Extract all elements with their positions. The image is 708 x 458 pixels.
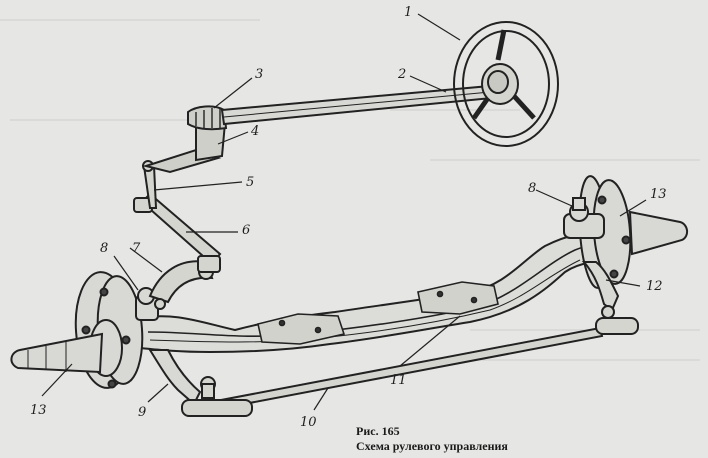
steering-wheel xyxy=(453,21,559,147)
figure-caption-title: Схема рулевого управления xyxy=(356,439,508,453)
leader-lines xyxy=(41,13,647,411)
label-13-right: 13 xyxy=(650,187,667,202)
tie-rod xyxy=(181,305,639,417)
label-7: 7 xyxy=(132,241,141,256)
label-6: 6 xyxy=(242,223,250,238)
left-knuckle xyxy=(10,271,202,406)
figure-caption-number: Рис. 165 xyxy=(356,424,400,438)
drag-link xyxy=(133,192,222,273)
label-13-left: 13 xyxy=(30,403,47,418)
steering-column xyxy=(220,84,494,126)
right-knuckle xyxy=(563,175,688,312)
label-12: 12 xyxy=(646,279,663,294)
part-labels: 1 2 3 4 5 6 7 8 8 9 10 11 12 13 13 xyxy=(30,5,667,430)
spring-pads xyxy=(257,281,499,345)
label-4: 4 xyxy=(250,124,259,139)
label-10: 10 xyxy=(300,415,317,430)
steering-gear xyxy=(142,105,228,174)
label-11: 11 xyxy=(390,373,407,388)
label-8-left: 8 xyxy=(100,241,108,256)
label-3: 3 xyxy=(255,67,263,82)
label-9: 9 xyxy=(138,405,146,420)
label-1: 1 xyxy=(404,5,412,20)
label-8-right: 8 xyxy=(528,181,536,196)
label-5: 5 xyxy=(246,175,254,190)
label-2: 2 xyxy=(397,67,406,82)
